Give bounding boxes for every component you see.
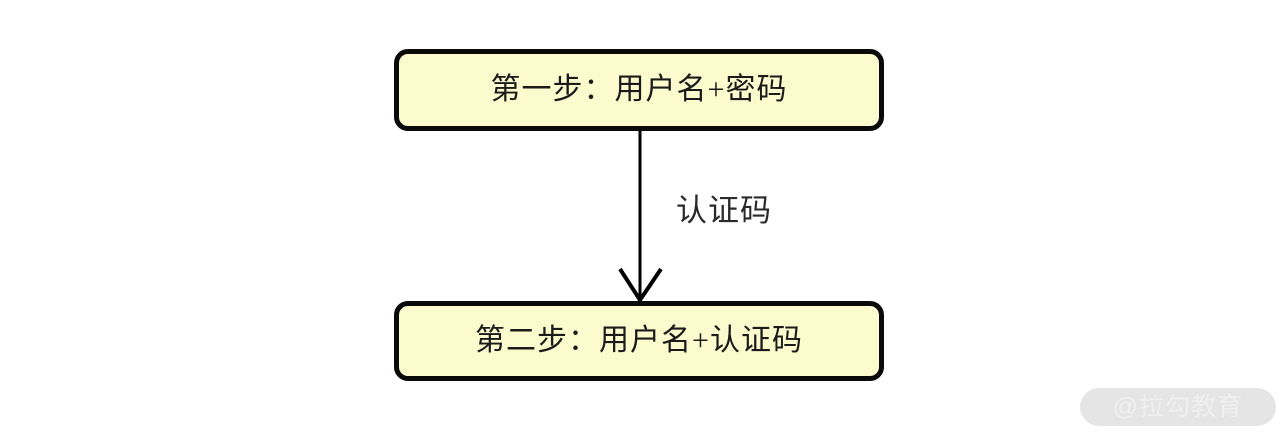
watermark-badge: @拉勾教育 (1080, 388, 1276, 426)
edge-label-auth-code: 认证码 (676, 193, 772, 228)
watermark-label: @拉勾教育 (1112, 392, 1244, 421)
arrowhead-icon (618, 267, 663, 304)
flow-node-step-two-label: 第二步：用户名+认证码 (475, 324, 803, 357)
flow-node-step-one[interactable]: 第一步：用户名+密码 (394, 49, 884, 131)
flow-node-step-two[interactable]: 第二步：用户名+认证码 (394, 301, 884, 381)
flow-node-step-one-label: 第一步：用户名+密码 (490, 73, 788, 106)
